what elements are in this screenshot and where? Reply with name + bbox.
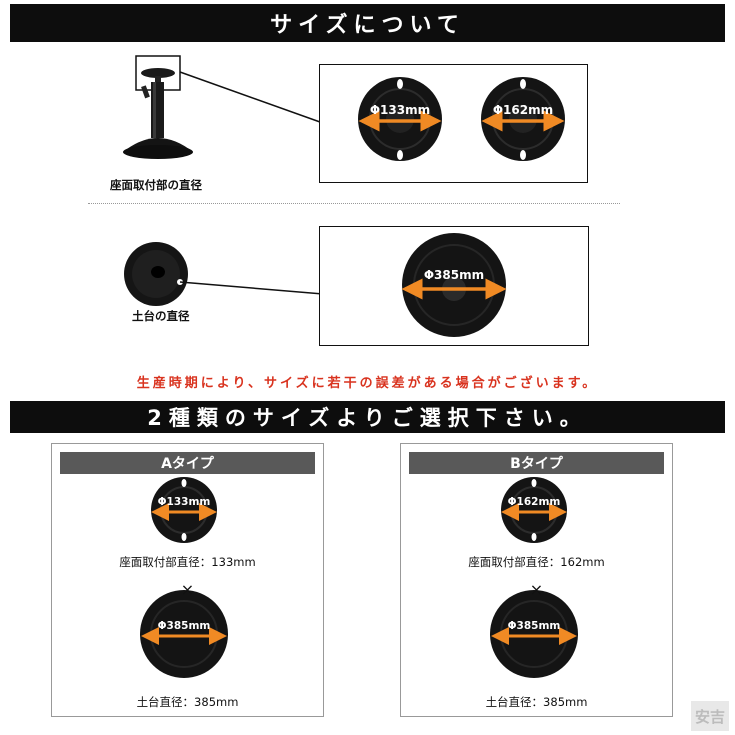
type-a-diagrams: Φ133mm Φ385mm — [140, 477, 228, 678]
plate-162-label: Φ162mm — [493, 103, 553, 117]
type-a-base-spec: 土台直径：385mm — [136, 695, 239, 709]
type-b-title: Bタイプ — [409, 452, 664, 474]
seat-mount-caption: 座面取付部の直径 — [110, 178, 202, 192]
type-b-diagrams: Φ162mm Φ385mm — [490, 477, 578, 678]
times-icon: × — [529, 580, 544, 599]
type-a-base-icon: Φ385mm — [140, 590, 228, 678]
plate-162-icon: Φ162mm — [481, 77, 565, 161]
type-a-plate-spec: 座面取付部直径：133mm — [119, 555, 256, 569]
plate-133-label: Φ133mm — [370, 103, 430, 117]
base-385-icon: Φ385mm — [401, 233, 507, 337]
type-a-plate-icon: Φ133mm — [151, 477, 217, 543]
type-a-plate-label: Φ133mm — [158, 496, 211, 508]
type-b-base-label: Φ385mm — [508, 620, 561, 632]
tolerance-notice: 生産時期により、サイズに若干の誤差がある場合がございます。 — [136, 376, 599, 391]
base-detail-frame: Φ385mm — [319, 226, 589, 346]
type-b-base-icon: Φ385mm — [490, 590, 578, 678]
choose-type-banner: 2種類のサイズよりご選択下さい。 — [10, 401, 725, 433]
chair-stand-illustration — [123, 55, 321, 159]
plate-133-icon: Φ133mm — [358, 77, 442, 161]
section-title-banner: サイズについて — [10, 4, 725, 42]
seat-mount-detail-frame: Φ133mm Φ162mm — [319, 64, 588, 183]
type-a-title: Aタイプ — [60, 452, 315, 474]
type-b-panel: Bタイプ Φ162mm Φ385mm 座面取付部直径：162mm × 土台直径：… — [400, 443, 673, 717]
base-diagram: Φ385mm — [401, 233, 507, 337]
type-a-panel: Aタイプ Φ133mm Φ385mm 座面取付部直径：133mm × 土台直径：… — [51, 443, 324, 717]
section-title: サイズについて — [270, 13, 465, 38]
base-385-label: Φ385mm — [424, 268, 484, 282]
base-caption: 土台の直径 — [132, 309, 190, 323]
type-a-base-label: Φ385mm — [158, 620, 211, 632]
base-illustration — [124, 242, 324, 306]
shop-logo-watermark: 安吉 — [691, 701, 729, 731]
type-b-plate-spec: 座面取付部直径：162mm — [468, 555, 605, 569]
type-b-plate-label: Φ162mm — [508, 496, 561, 508]
section-divider — [88, 203, 620, 204]
type-b-base-spec: 土台直径：385mm — [485, 695, 588, 709]
type-b-plate-icon: Φ162mm — [501, 477, 567, 543]
seat-plate-diagrams: Φ133mm Φ162mm — [358, 77, 565, 161]
choose-type-text: 2種類のサイズよりご選択下さい。 — [147, 406, 588, 430]
times-icon: × — [180, 580, 195, 599]
